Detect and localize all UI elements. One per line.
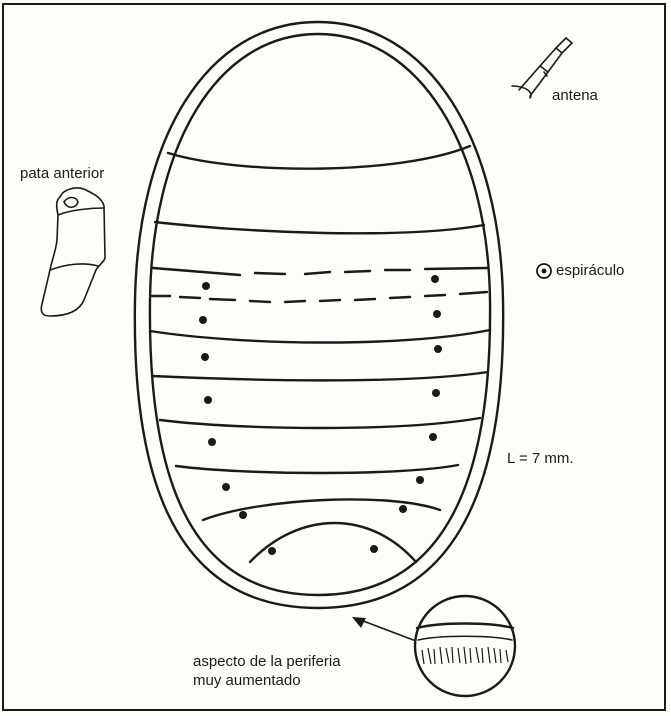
periphery-label-line2: muy aumentado [193,672,301,689]
body-outline [135,22,503,608]
body-segments [150,146,490,562]
front-leg-label: pata anterior [20,165,104,182]
periphery-magnified-icon [415,596,515,696]
periphery-arrow [352,617,416,641]
spiracle-legend-icon [537,264,551,278]
front-leg-illustration [41,188,105,316]
spiracle-dots [199,275,442,555]
length-label: L = 7 mm. [507,450,574,467]
periphery-label-line1: aspecto de la periferia [193,653,341,670]
antenna-label: antena [552,87,598,104]
spiracle-label: espiráculo [556,262,624,279]
